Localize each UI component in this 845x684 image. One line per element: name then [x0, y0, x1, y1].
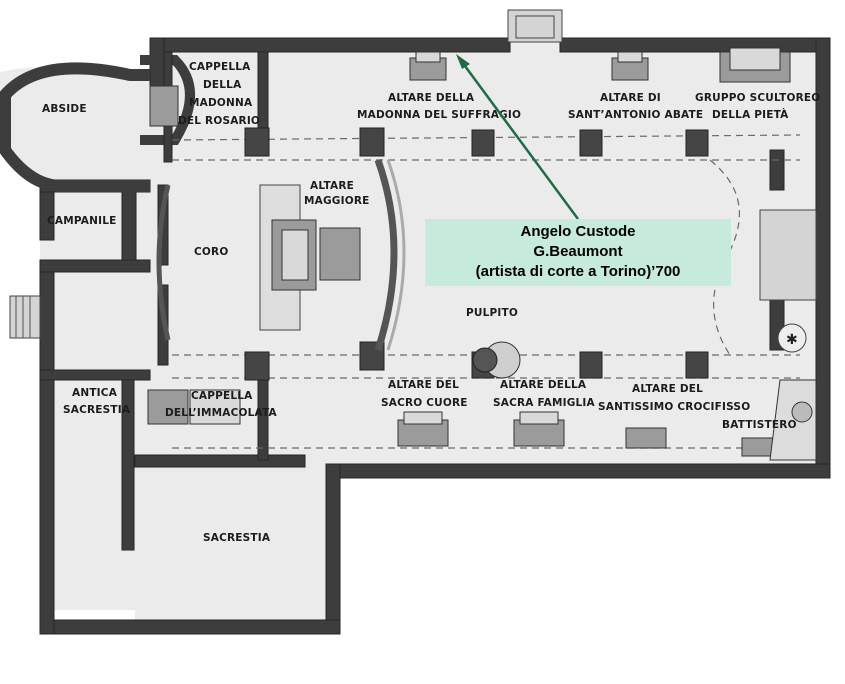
- label-cappella-immacolata-1: CAPPELLA: [191, 390, 253, 402]
- label-cappella-rosario-1: CAPPELLA: [189, 61, 251, 73]
- label-cappella-rosario-4: DEL ROSARIO: [178, 115, 260, 127]
- label-altare-maggiore-1: ALTARE: [310, 180, 354, 192]
- label-altare-suffragio-2: MADONNA DEL SUFFRAGIO: [357, 109, 521, 121]
- room-labels: ABSIDE CAMPANILE CORO ALTARE MAGGIORE CA…: [42, 61, 820, 544]
- callout-line-2: G.Beaumont: [533, 243, 623, 260]
- label-sacrestia: SACRESTIA: [203, 532, 271, 544]
- callout-line-3: (artista di corte a Torino)’700: [475, 263, 681, 280]
- label-pulpito: PULPITO: [466, 307, 518, 319]
- label-altare-crocifisso-1: ALTARE DEL: [632, 383, 703, 395]
- label-antica-sacrestia-1: ANTICA: [72, 387, 118, 399]
- label-cappella-immacolata-2: DELL’IMMACOLATA: [165, 407, 278, 419]
- label-cappella-rosario-3: MADONNA: [189, 97, 253, 109]
- label-altare-sacra-famiglia-2: SACRA FAMIGLIA: [493, 397, 596, 409]
- callout-arrow: [456, 54, 580, 220]
- label-altare-crocifisso-2: SANTISSIMO CROCIFISSO: [598, 401, 750, 413]
- label-abside: ABSIDE: [42, 103, 87, 115]
- presbytery: [156, 158, 406, 352]
- label-altare-sacro-cuore-1: ALTARE DEL: [388, 379, 459, 391]
- label-coro: CORO: [194, 246, 228, 258]
- callout-line-1: Angelo Custode: [520, 223, 636, 240]
- label-antica-sacrestia-2: SACRESTIA: [63, 404, 131, 416]
- label-altare-sacra-famiglia-1: ALTARE DELLA: [500, 379, 587, 391]
- label-altare-sacro-cuore-2: SACRO CUORE: [381, 397, 468, 409]
- label-gruppo-pieta-2: DELLA PIETÀ: [712, 108, 789, 121]
- label-altare-antonio-1: ALTARE DI: [600, 92, 661, 104]
- side-altars: ✱: [147, 47, 817, 461]
- label-altare-suffragio-1: ALTARE DELLA: [388, 92, 475, 104]
- angelo-custode-callout: Angelo Custode G.Beaumont (artista di co…: [425, 219, 731, 286]
- font-star-icon: ✱: [786, 332, 798, 348]
- label-campanile: CAMPANILE: [47, 215, 117, 227]
- label-battistero: BATTISTERO: [722, 419, 797, 431]
- outer-walls: [0, 9, 831, 635]
- label-cappella-rosario-2: DELLA: [203, 79, 242, 91]
- label-altare-antonio-2: SANT’ANTONIO ABATE: [568, 109, 703, 121]
- label-gruppo-pieta-1: GRUPPO SCULTOREO: [695, 92, 820, 104]
- label-altare-maggiore-2: MAGGIORE: [304, 195, 370, 207]
